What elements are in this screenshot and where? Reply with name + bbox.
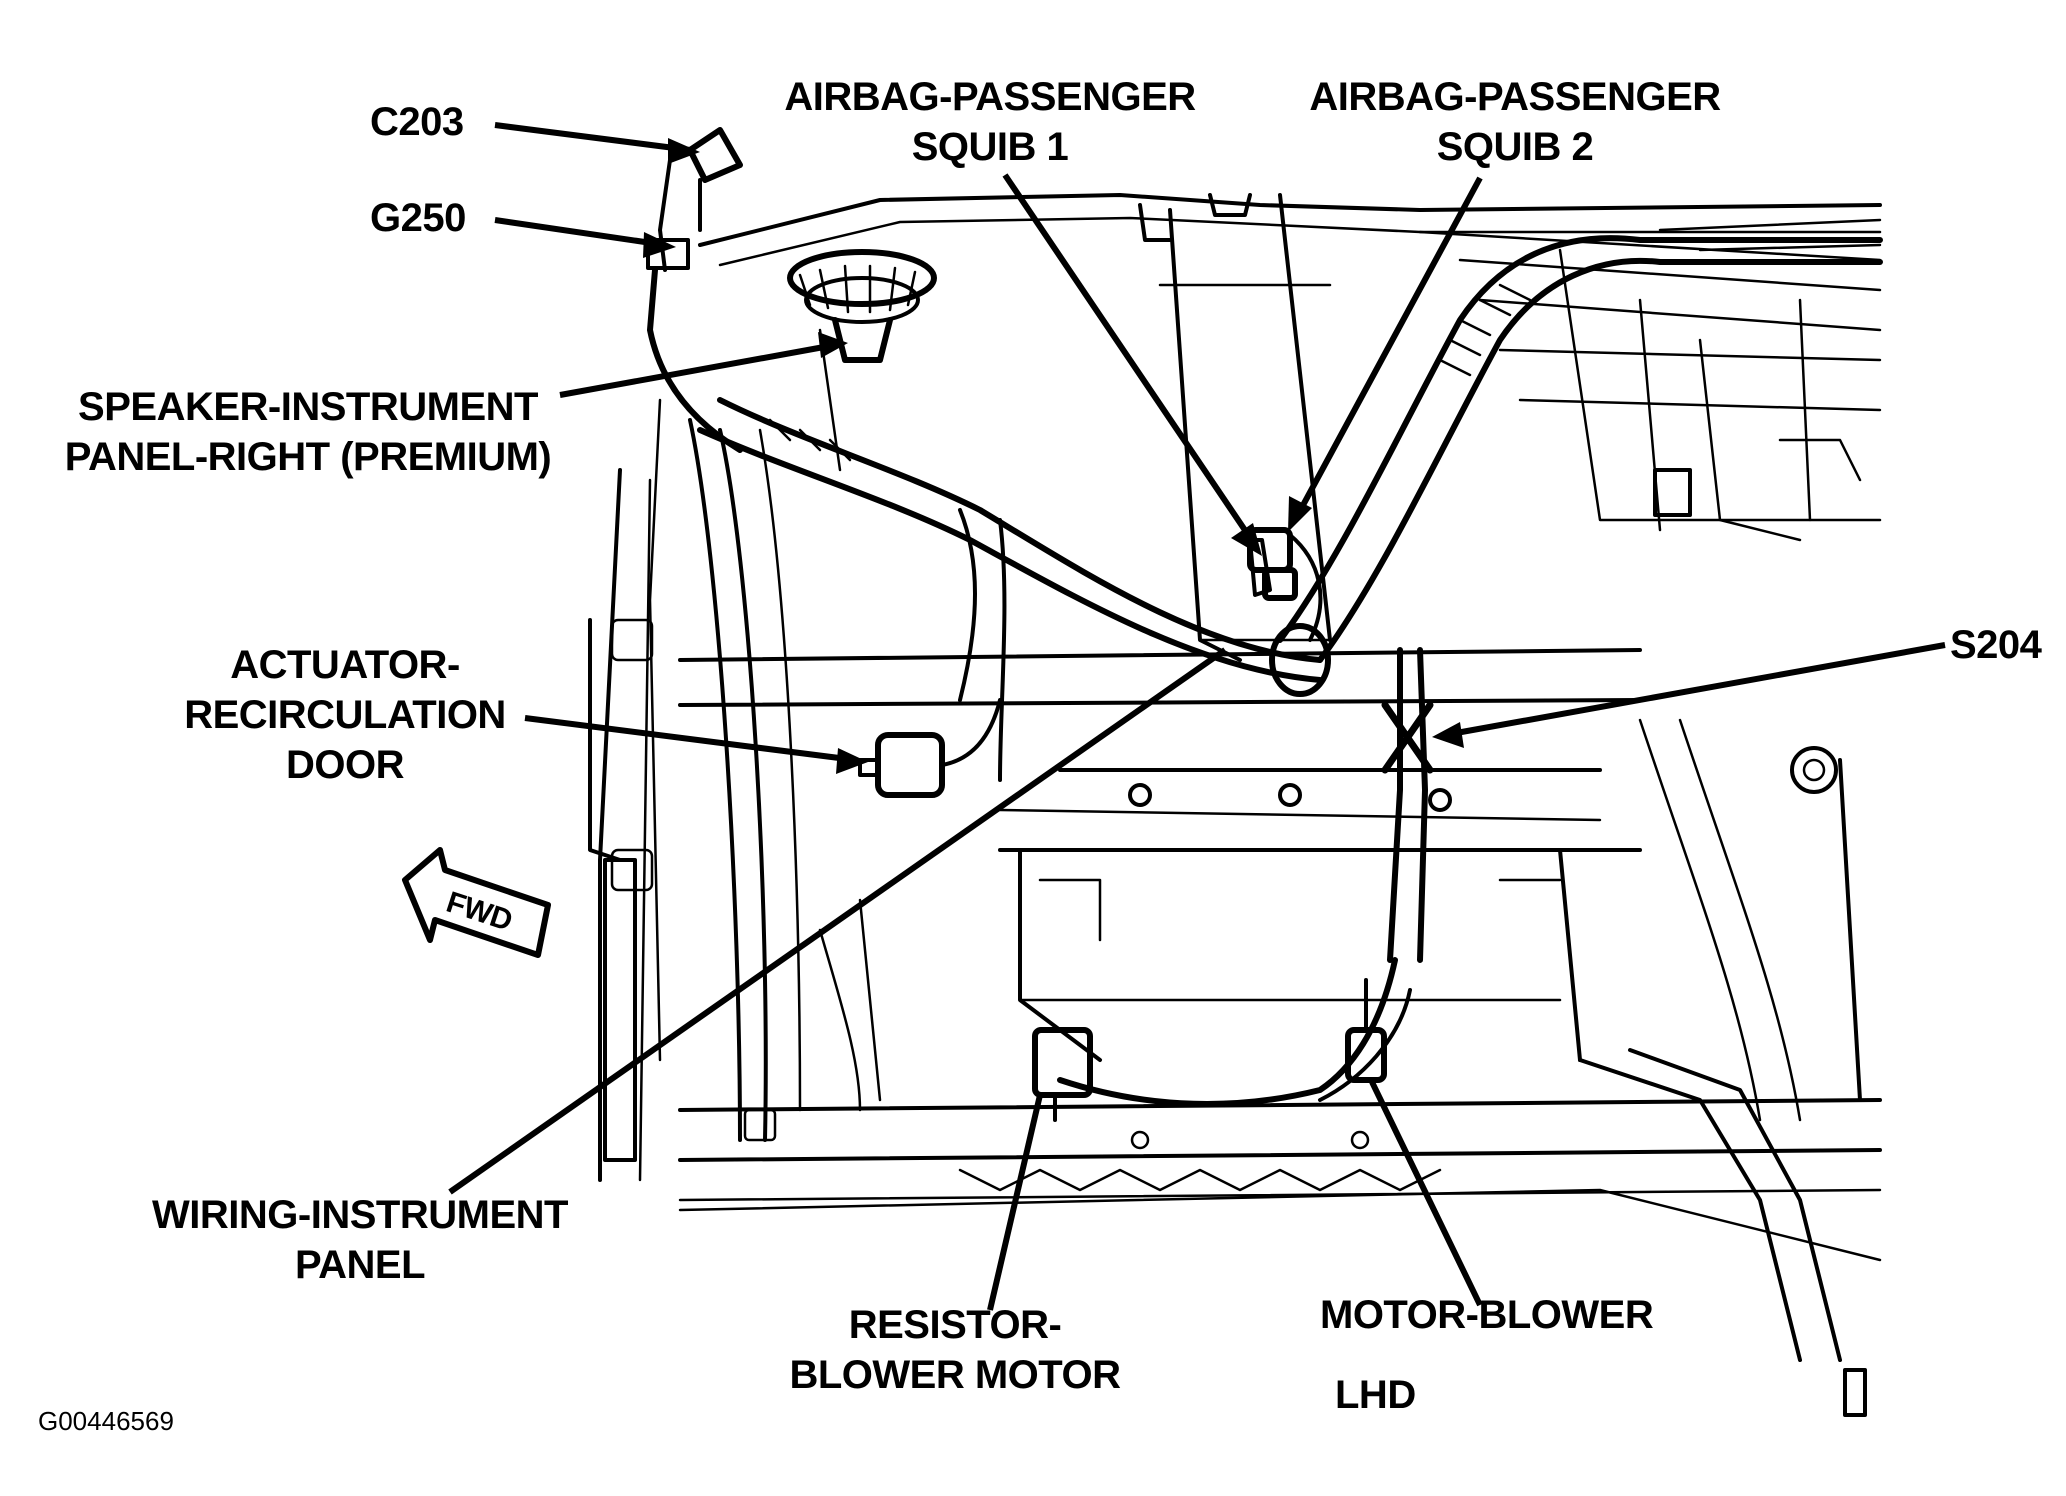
wiring-harness [697,235,1883,1107]
label-wiring-instrument-panel: WIRING-INSTRUMENT PANEL [130,1190,590,1290]
label-lhd: LHD [1335,1373,1416,1417]
label-airbag-squib-1: AIRBAG-PASSENGER SQUIB 1 [750,72,1230,172]
leader-c203 [494,122,691,153]
actuator-component [858,698,1002,798]
label-resistor-blower-motor: RESISTOR- BLOWER MOTOR [760,1300,1150,1400]
leader-wiring [448,647,1227,1195]
label-airbag2-line1: AIRBAG-PASSENGER [1309,75,1721,119]
leader-airbag1 [1002,173,1258,547]
label-resistor-line1: RESISTOR- [848,1303,1062,1347]
leader-lines [448,122,1946,1311]
label-actuator-line2: RECIRCULATION [184,693,506,737]
figure-id: G00446569 [38,1406,174,1436]
label-c203: C203 [370,100,464,144]
label-wiring-line2: PANEL [294,1243,426,1287]
label-motor-blower: MOTOR-BLOWER [1320,1293,1654,1337]
label-airbag1-line1: AIRBAG-PASSENGER [784,75,1196,119]
motor-blower-connector [1345,978,1387,1083]
label-speaker: SPEAKER-INSTRUMENT PANEL-RIGHT (PREMIUM) [48,382,568,482]
resistor-component [1032,1027,1093,1122]
fwd-arrow [402,847,551,958]
label-wiring-line1: WIRING-INSTRUMENT [152,1193,568,1237]
label-g250: G250 [370,196,466,240]
label-actuator: ACTUATOR- RECIRCULATION DOOR [150,640,540,790]
label-airbag2-line2: SQUIB 2 [1436,125,1594,169]
dash-frame [588,193,1882,1417]
label-resistor-line2: BLOWER MOTOR [789,1353,1121,1397]
airbag-squib-connectors [1247,527,1323,642]
label-s204: S204 [1950,623,2042,667]
label-actuator-line3: DOOR [286,743,405,787]
leader-resistor [987,1094,1043,1311]
leader-g250 [494,217,666,248]
s204-splice-mark [1381,701,1434,774]
label-speaker-line1: SPEAKER-INSTRUMENT [78,385,538,429]
label-airbag-squib-2: AIRBAG-PASSENGER SQUIB 2 [1275,72,1755,172]
leader-motor [1369,1080,1483,1307]
label-airbag1-line2: SQUIB 1 [911,125,1069,169]
label-actuator-line1: ACTUATOR- [230,643,460,687]
leader-airbag2 [1292,176,1483,522]
leader-s204 [1444,642,1946,738]
label-speaker-line2: PANEL-RIGHT (PREMIUM) [64,435,552,479]
leader-actuator [524,715,856,763]
leader-speaker [559,342,836,398]
